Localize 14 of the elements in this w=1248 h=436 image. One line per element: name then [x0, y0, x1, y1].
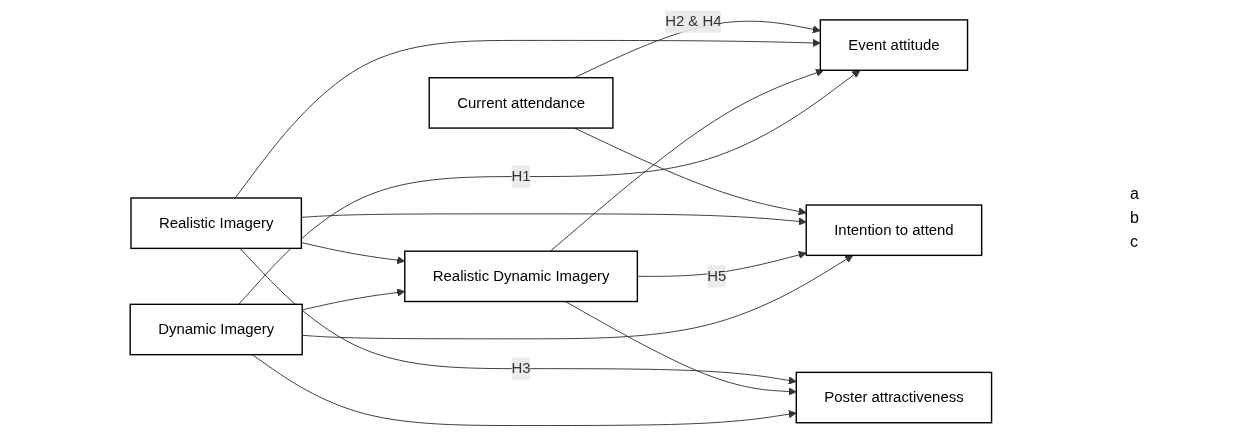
- edge-label: H3: [511, 360, 531, 377]
- node-box: Realistic Dynamic Imagery: [404, 250, 639, 303]
- node-box: Current attendance: [428, 77, 614, 129]
- node-box: Intention to attend: [805, 204, 983, 257]
- path-letter: c: [1130, 233, 1139, 251]
- edge-label: H2 & H4: [665, 13, 722, 30]
- node-box: Realistic Imagery: [130, 197, 303, 250]
- path-letter: b: [1130, 209, 1140, 227]
- edge-label: H5: [707, 267, 727, 284]
- node-box: Poster attractiveness: [795, 371, 993, 424]
- edge-label: H1: [511, 168, 531, 185]
- path-letter: a: [1130, 185, 1140, 203]
- node-box: Event attitude: [819, 19, 969, 71]
- node-box: Dynamic Imagery: [129, 303, 304, 356]
